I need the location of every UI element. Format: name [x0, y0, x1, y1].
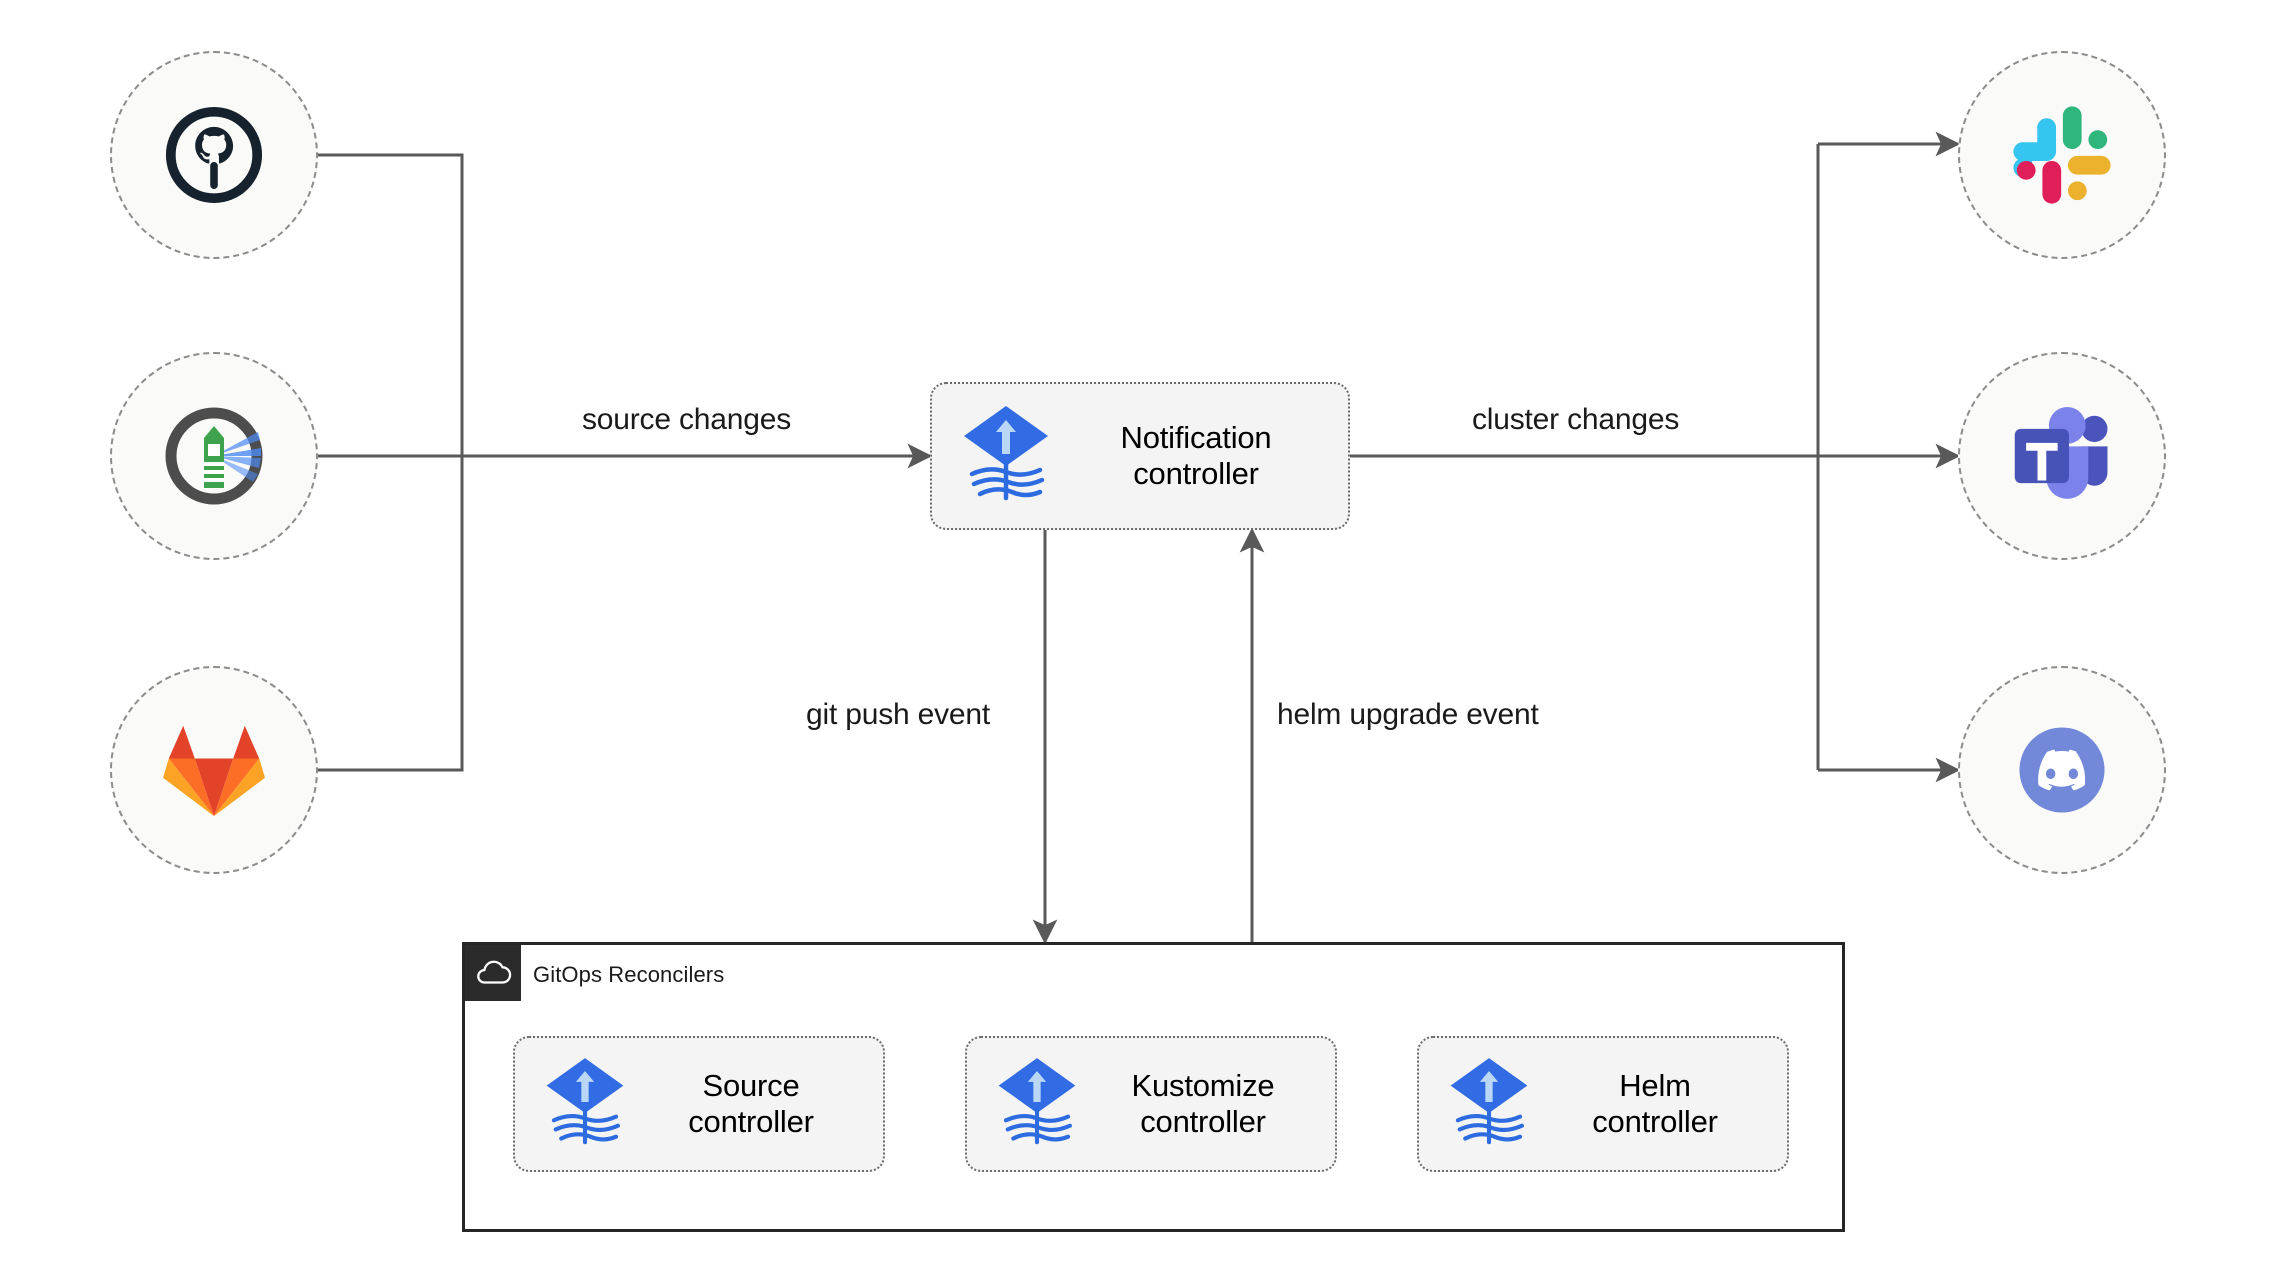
flux-controller-icon [995, 1054, 1079, 1155]
group-title: GitOps Reconcilers [533, 962, 725, 987]
destination-endpoint-teams[interactable] [1958, 352, 2166, 560]
destination-endpoint-discord[interactable] [1958, 666, 2166, 874]
node-label: Source controller [688, 1068, 814, 1139]
github-icon [165, 106, 263, 204]
cloud-badge [465, 945, 521, 1001]
node-notification-controller[interactable]: Notification controller [930, 382, 1350, 530]
edge-label-source-changes: source changes [582, 403, 792, 436]
flux-lighthouse-icon [165, 407, 263, 505]
discord-icon [2019, 727, 2105, 813]
destination-endpoint-slack[interactable] [1958, 51, 2166, 259]
source-endpoint-github[interactable] [110, 51, 318, 259]
edge-label-git-push-event: git push event [806, 698, 990, 731]
flux-controller-icon [1447, 1054, 1531, 1155]
node-source-controller[interactable]: Source controller [513, 1036, 885, 1172]
edge-sources-trunk [218, 153, 464, 772]
gitlab-icon [163, 725, 265, 817]
node-label: Helm controller [1592, 1068, 1718, 1139]
source-endpoint-flux[interactable] [110, 352, 318, 560]
flux-controller-icon [543, 1054, 627, 1155]
flux-controller-icon [960, 402, 1052, 511]
source-endpoint-gitlab[interactable] [110, 666, 318, 874]
node-label: Kustomize controller [1131, 1068, 1275, 1139]
edge-label-helm-upgrade-event: helm upgrade event [1277, 698, 1539, 731]
microsoft-teams-icon [2014, 407, 2108, 499]
cloud-icon [477, 960, 512, 984]
node-label: Notification controller [1120, 420, 1272, 491]
edge-label-cluster-changes: cluster changes [1472, 403, 1680, 436]
slack-icon [2013, 106, 2111, 204]
node-helm-controller[interactable]: Helm controller [1417, 1036, 1789, 1172]
node-kustomize-controller[interactable]: Kustomize controller [965, 1036, 1337, 1172]
